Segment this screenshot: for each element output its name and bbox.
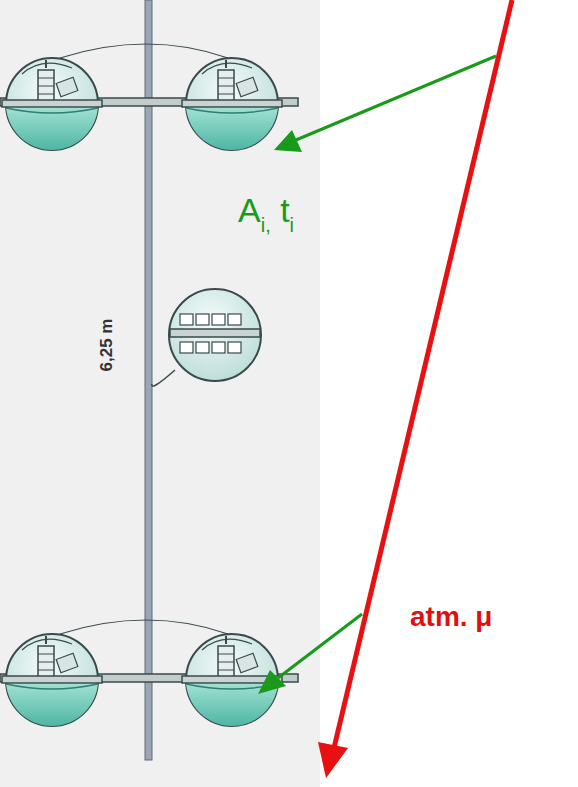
arrow-head	[318, 742, 348, 778]
time-symbol: t	[280, 191, 289, 229]
optical-module	[2, 634, 102, 734]
optical-module	[2, 58, 102, 158]
amplitude-symbol: A	[238, 191, 261, 229]
electronics-container	[152, 289, 261, 386]
pole	[145, 0, 152, 760]
light-arrow	[258, 56, 496, 694]
dimension-label: 6,25 m	[95, 300, 119, 390]
signal-label: Ai, ti	[238, 190, 294, 235]
subscript: i	[290, 214, 294, 236]
subscript: i,	[261, 214, 271, 236]
track-label: atm. μ	[410, 600, 492, 634]
background-panel	[0, 0, 320, 787]
optical-module	[182, 58, 282, 158]
